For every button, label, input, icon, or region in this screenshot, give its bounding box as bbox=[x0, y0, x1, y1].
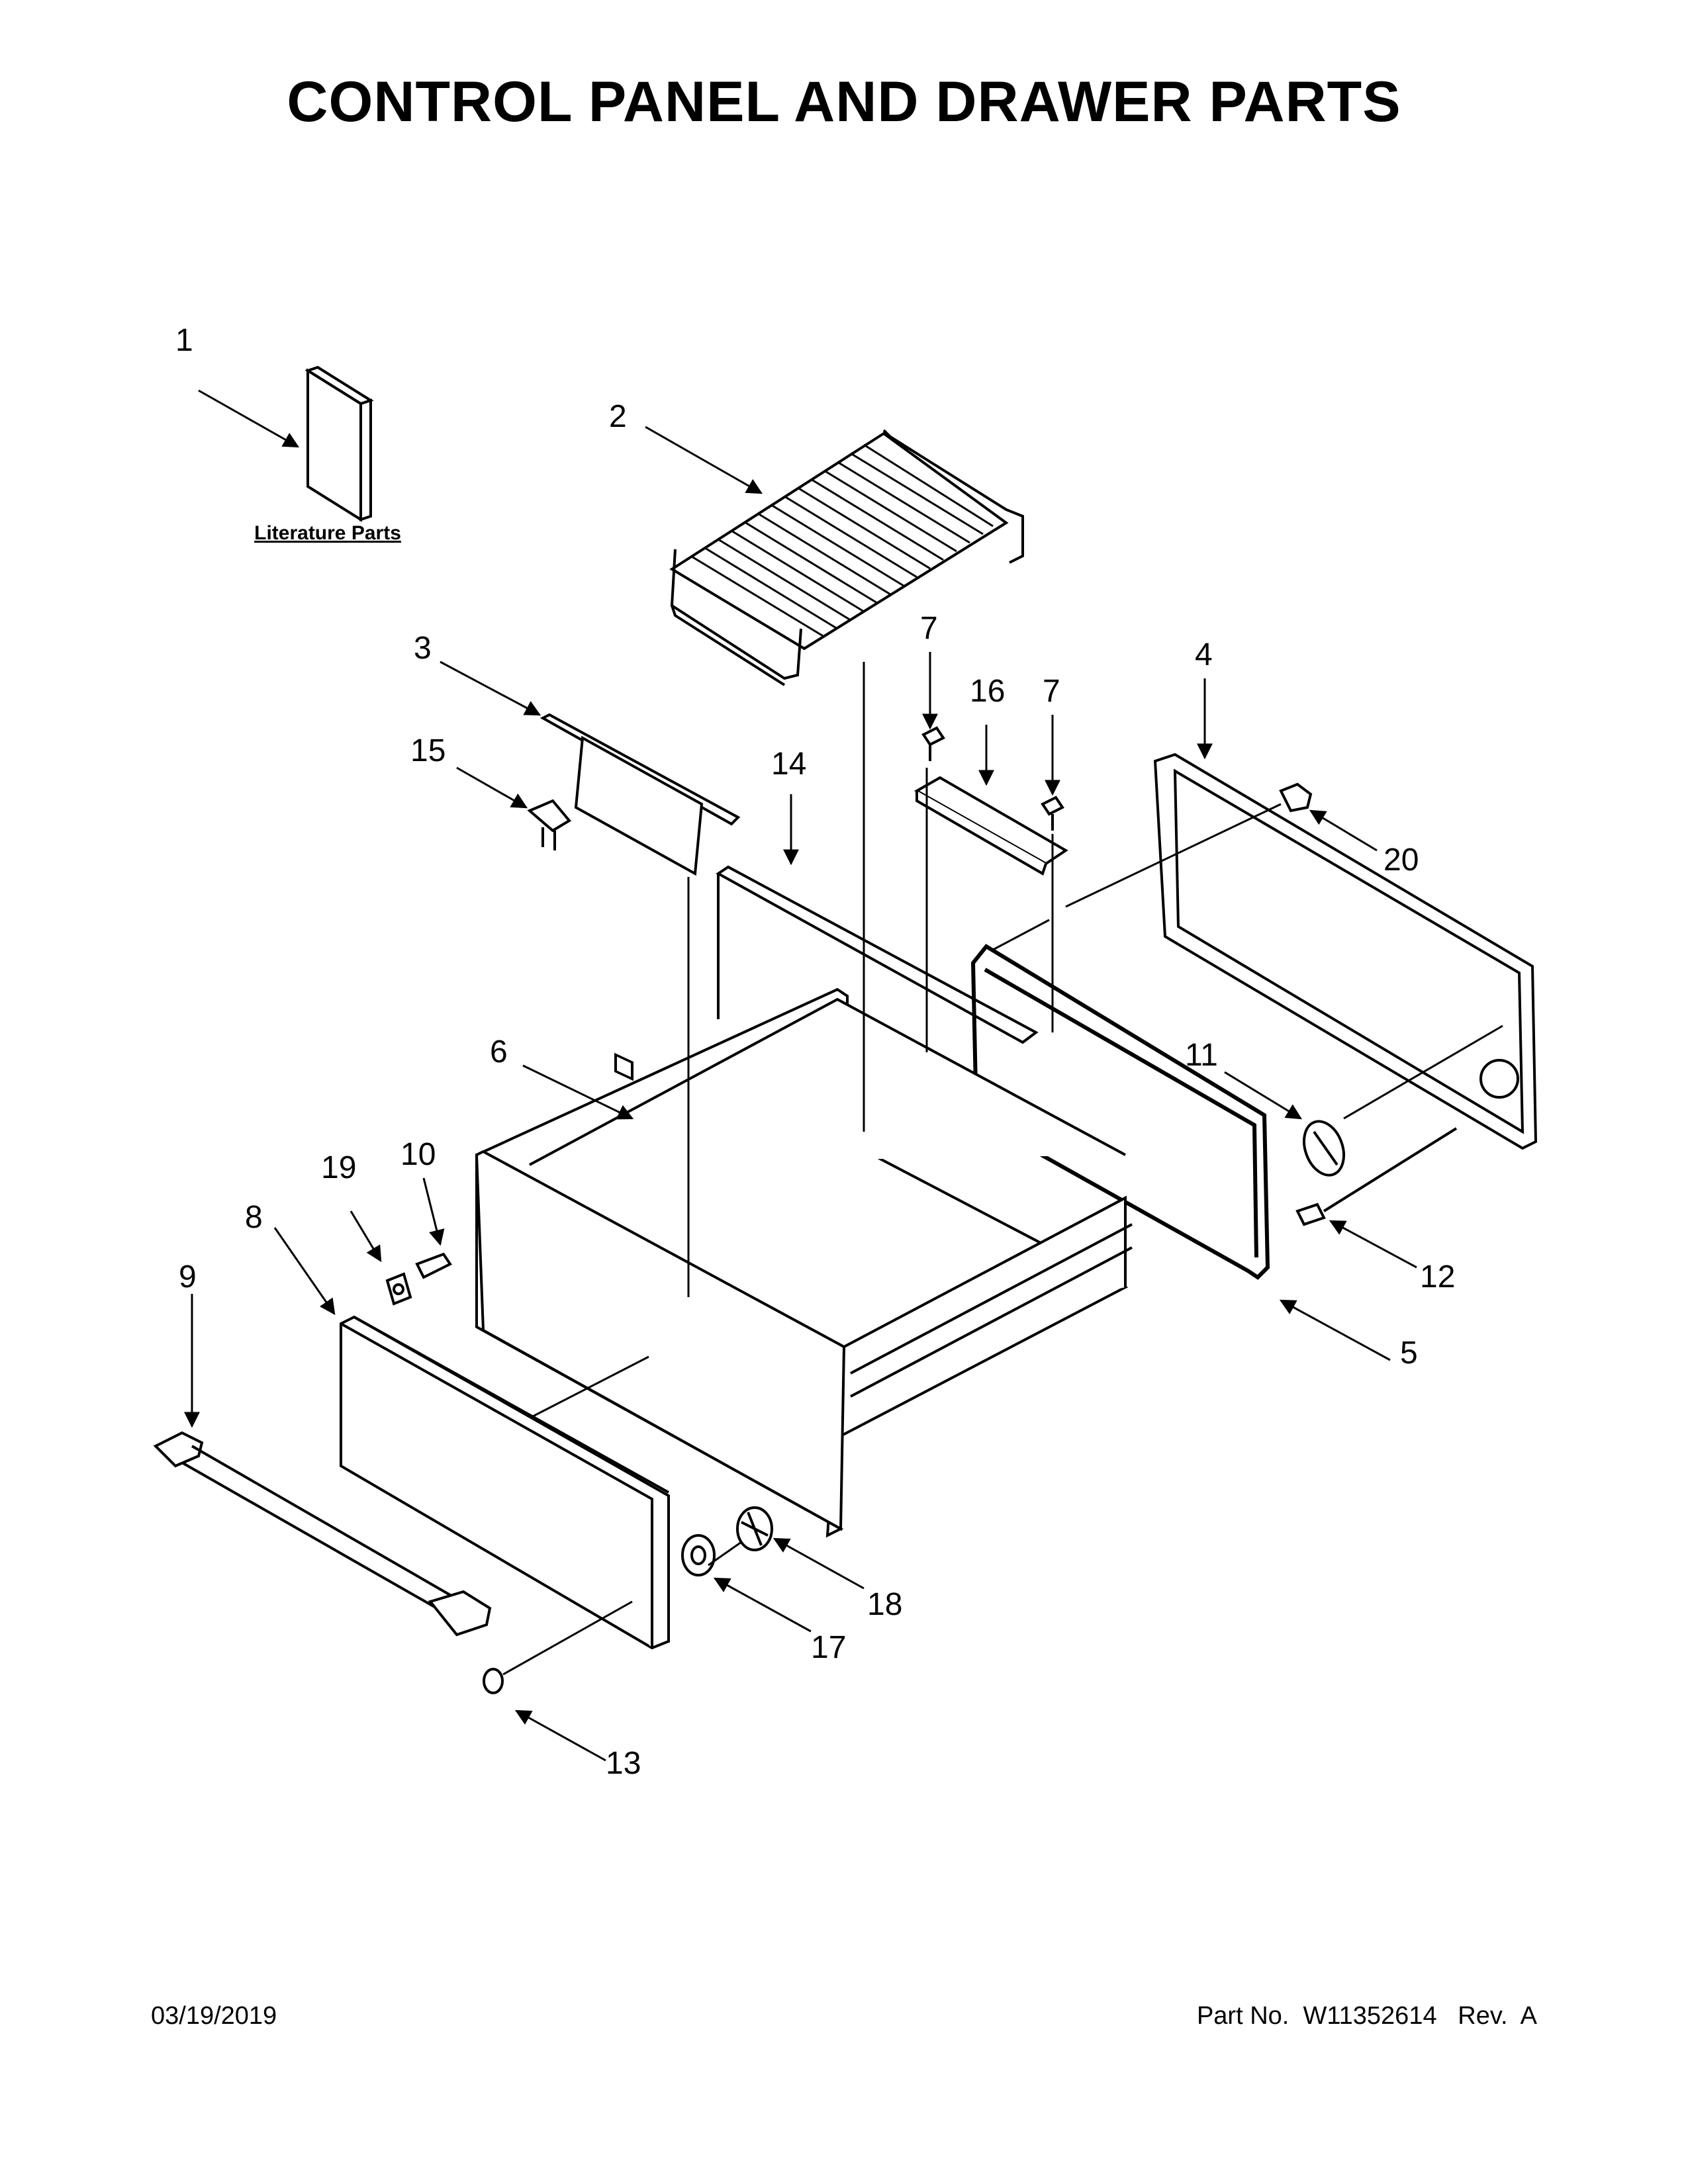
callout-13: 13 bbox=[606, 1746, 641, 1781]
rear-control-panel bbox=[1153, 752, 1538, 1150]
assembly-lines bbox=[502, 662, 1503, 1676]
callout-1: 1 bbox=[175, 323, 193, 358]
drawer-front bbox=[340, 1315, 670, 1650]
part-number: W11352614 bbox=[1303, 2002, 1437, 2030]
screw-7a bbox=[921, 726, 945, 761]
callout-17: 17 bbox=[811, 1630, 846, 1665]
revision-label: Rev. bbox=[1458, 2002, 1508, 2030]
wire-rack bbox=[669, 429, 1024, 686]
callout-7b: 7 bbox=[1043, 674, 1060, 709]
screw-10 bbox=[415, 1252, 452, 1279]
callout-8: 8 bbox=[245, 1200, 263, 1235]
page-title: CONTROL PANEL AND DRAWER PARTS bbox=[287, 70, 1401, 134]
callout-9: 9 bbox=[179, 1259, 197, 1295]
drawer-handle bbox=[153, 1431, 492, 1637]
part-number-label: Part No. bbox=[1196, 2002, 1289, 2030]
callout-20: 20 bbox=[1383, 842, 1419, 878]
callout-14: 14 bbox=[771, 747, 806, 782]
callout-10: 10 bbox=[400, 1137, 436, 1172]
callout-16: 16 bbox=[970, 674, 1005, 709]
control-knob bbox=[1303, 1120, 1345, 1177]
literature-parts-label: Literature Parts bbox=[254, 522, 401, 544]
callout-6: 6 bbox=[490, 1034, 508, 1069]
callout-arrows bbox=[184, 389, 1417, 1762]
callout-18: 18 bbox=[867, 1587, 902, 1622]
igniter-wire bbox=[1295, 1127, 1458, 1226]
drawer-body bbox=[475, 987, 1133, 1538]
footer-part-info: Part No. W11352614 Rev. A bbox=[1197, 2002, 1537, 2030]
callout-labels: 1 2 3 4 5 6 7 7 8 9 10 11 12 13 14 15 16… bbox=[175, 323, 1455, 1781]
latch-part bbox=[527, 799, 572, 850]
rubber-bumper bbox=[385, 1272, 412, 1306]
front-rail bbox=[716, 865, 1039, 1044]
bolt bbox=[1279, 782, 1313, 813]
literature-booklet bbox=[305, 365, 374, 522]
callout-4: 4 bbox=[1195, 637, 1213, 672]
callout-3: 3 bbox=[414, 631, 432, 666]
callout-12: 12 bbox=[1420, 1259, 1455, 1295]
callout-7a: 7 bbox=[920, 611, 938, 646]
callout-2: 2 bbox=[609, 399, 627, 434]
control-bracket bbox=[539, 713, 741, 1081]
plug-button bbox=[483, 1668, 504, 1694]
sensor-bracket bbox=[914, 776, 1068, 876]
callout-19: 19 bbox=[321, 1150, 356, 1185]
washer bbox=[681, 1534, 716, 1576]
screw-7b bbox=[1041, 796, 1064, 831]
revision: A bbox=[1520, 2002, 1537, 2030]
bearing-wheel bbox=[736, 1506, 773, 1551]
callout-15: 15 bbox=[410, 733, 445, 768]
footer-date: 03/19/2019 bbox=[151, 2002, 277, 2030]
callout-5: 5 bbox=[1400, 1336, 1418, 1371]
callout-11: 11 bbox=[1185, 1038, 1218, 1073]
